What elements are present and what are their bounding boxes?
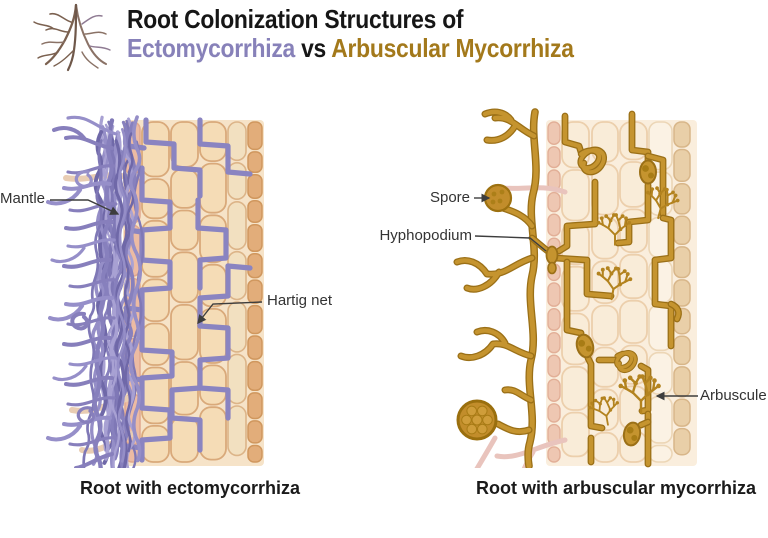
vesicle xyxy=(639,159,657,185)
spore-label: Spore xyxy=(429,189,470,206)
right-caption: Root with arbuscular mycorrhiza xyxy=(475,478,757,498)
intraradical-hyphae xyxy=(551,110,682,468)
hyphal-coil xyxy=(577,146,608,176)
emanating-hyphae xyxy=(46,115,118,468)
page-title: Root Colonization Structures of Ectomyco… xyxy=(127,5,574,63)
hyphal-coil xyxy=(614,350,638,374)
title-line1: Root Colonization Structures of xyxy=(127,4,464,34)
ectomycorrhiza-diagram xyxy=(46,115,264,468)
hartig-net-pointer-line xyxy=(197,301,263,325)
ecto-illustration-art xyxy=(46,115,264,468)
left-caption: Root with ectomycorrhiza xyxy=(79,478,301,498)
arbuscule-label: Arbuscule xyxy=(700,387,767,404)
hyphopodium-pointer-line xyxy=(474,235,547,252)
arbuscule xyxy=(588,396,619,426)
mantle-pointer-line xyxy=(50,199,120,215)
arbuscular-mycorrhiza-diagram xyxy=(453,108,698,468)
title-vs: vs xyxy=(301,33,327,63)
arbuscule xyxy=(618,374,661,415)
arbuscule xyxy=(596,213,632,246)
arbuscule xyxy=(646,186,680,220)
hartig-net-label: Hartig net xyxy=(267,292,333,309)
title-arbuscular-mycorrhiza: Arbuscular Mycorrhiza xyxy=(331,33,574,63)
title-line2: Ectomycorrhiza vs Arbuscular Mycorrhiza xyxy=(127,34,574,63)
title-ectomycorrhiza: Ectomycorrhiza xyxy=(127,33,295,63)
root-icon xyxy=(33,3,111,72)
vesicle xyxy=(622,421,642,447)
am-illustration-art xyxy=(453,108,697,468)
hyphopodium xyxy=(545,245,559,275)
vesicle xyxy=(575,333,595,359)
mantle-label: Mantle xyxy=(0,190,46,207)
arbuscule xyxy=(596,266,633,301)
hyphopodium-label: Hyphopodium xyxy=(379,227,472,244)
sporocarp-spore xyxy=(456,399,498,441)
